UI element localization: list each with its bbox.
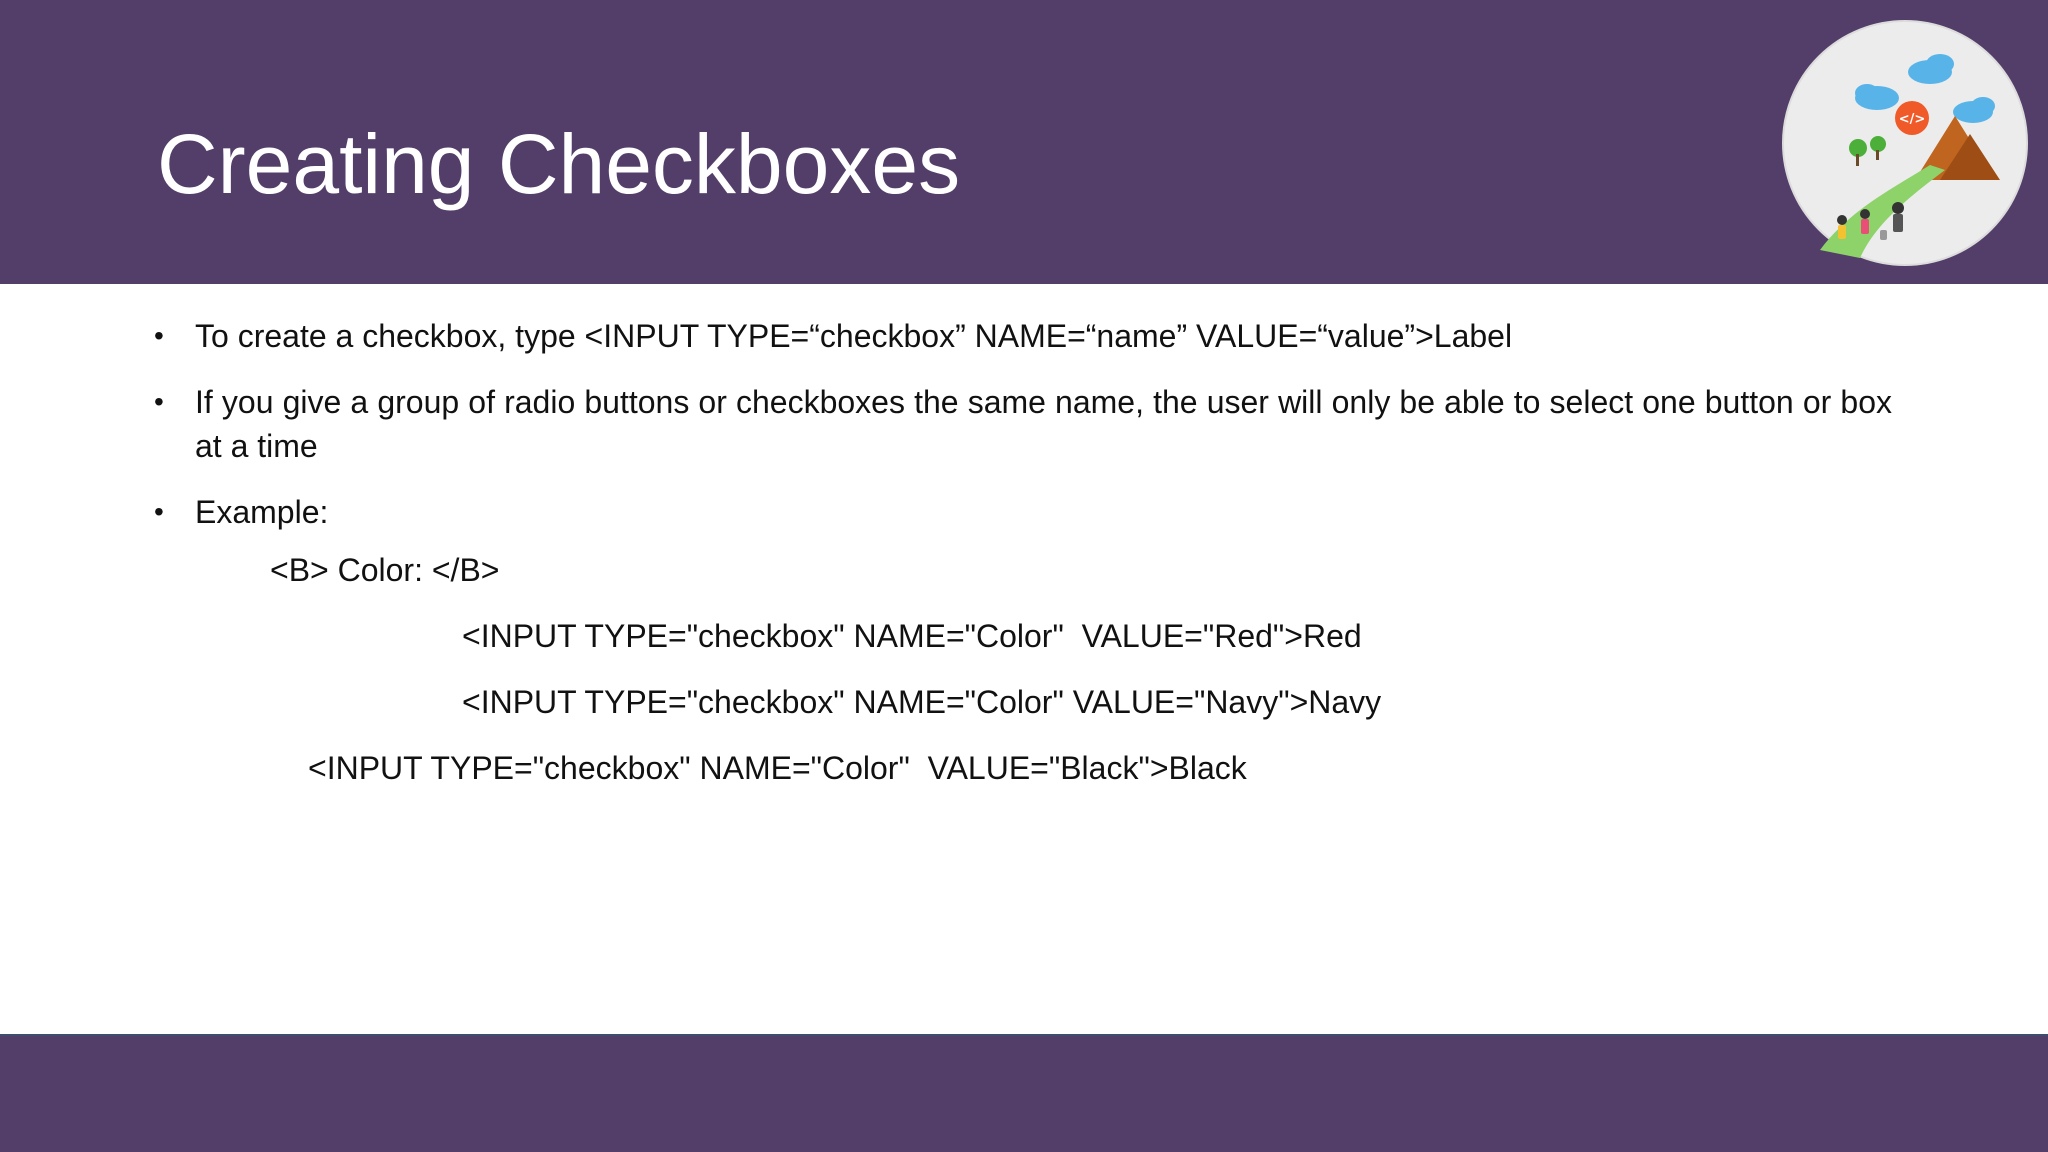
bullet-text: If you give a group of radio buttons or … xyxy=(195,384,1892,464)
bullet-dot: • xyxy=(154,320,164,351)
slide-title: Creating Checkboxes xyxy=(157,117,961,211)
example-heading: <B> Color: </B> xyxy=(270,552,500,588)
logo-code-text: </> xyxy=(1899,112,1926,127)
bullet-item: • If you give a group of radio buttons o… xyxy=(152,380,1892,468)
bullet-dot: • xyxy=(154,496,164,527)
bullet-item: • To create a checkbox, type <INPUT TYPE… xyxy=(152,314,1892,358)
example-line-navy: <INPUT TYPE="checkbox" NAME="Color" VALU… xyxy=(462,684,1382,720)
bullet-item: • Example: xyxy=(152,490,1892,534)
code-journey-logo-icon: </> xyxy=(1780,20,2030,266)
header-band xyxy=(0,0,2048,284)
footer-band xyxy=(0,1036,2048,1152)
bullet-text: Example: xyxy=(195,494,329,530)
example-line-red: <INPUT TYPE="checkbox" NAME="Color" VALU… xyxy=(462,618,1362,654)
bullet-dot: • xyxy=(154,386,164,417)
bullet-list: • To create a checkbox, type <INPUT TYPE… xyxy=(152,314,1892,556)
bullet-text: To create a checkbox, type <INPUT TYPE=“… xyxy=(195,318,1513,354)
footer-divider xyxy=(0,1034,2048,1037)
example-line-black: <INPUT TYPE="checkbox" NAME="Color" VALU… xyxy=(308,750,1247,786)
